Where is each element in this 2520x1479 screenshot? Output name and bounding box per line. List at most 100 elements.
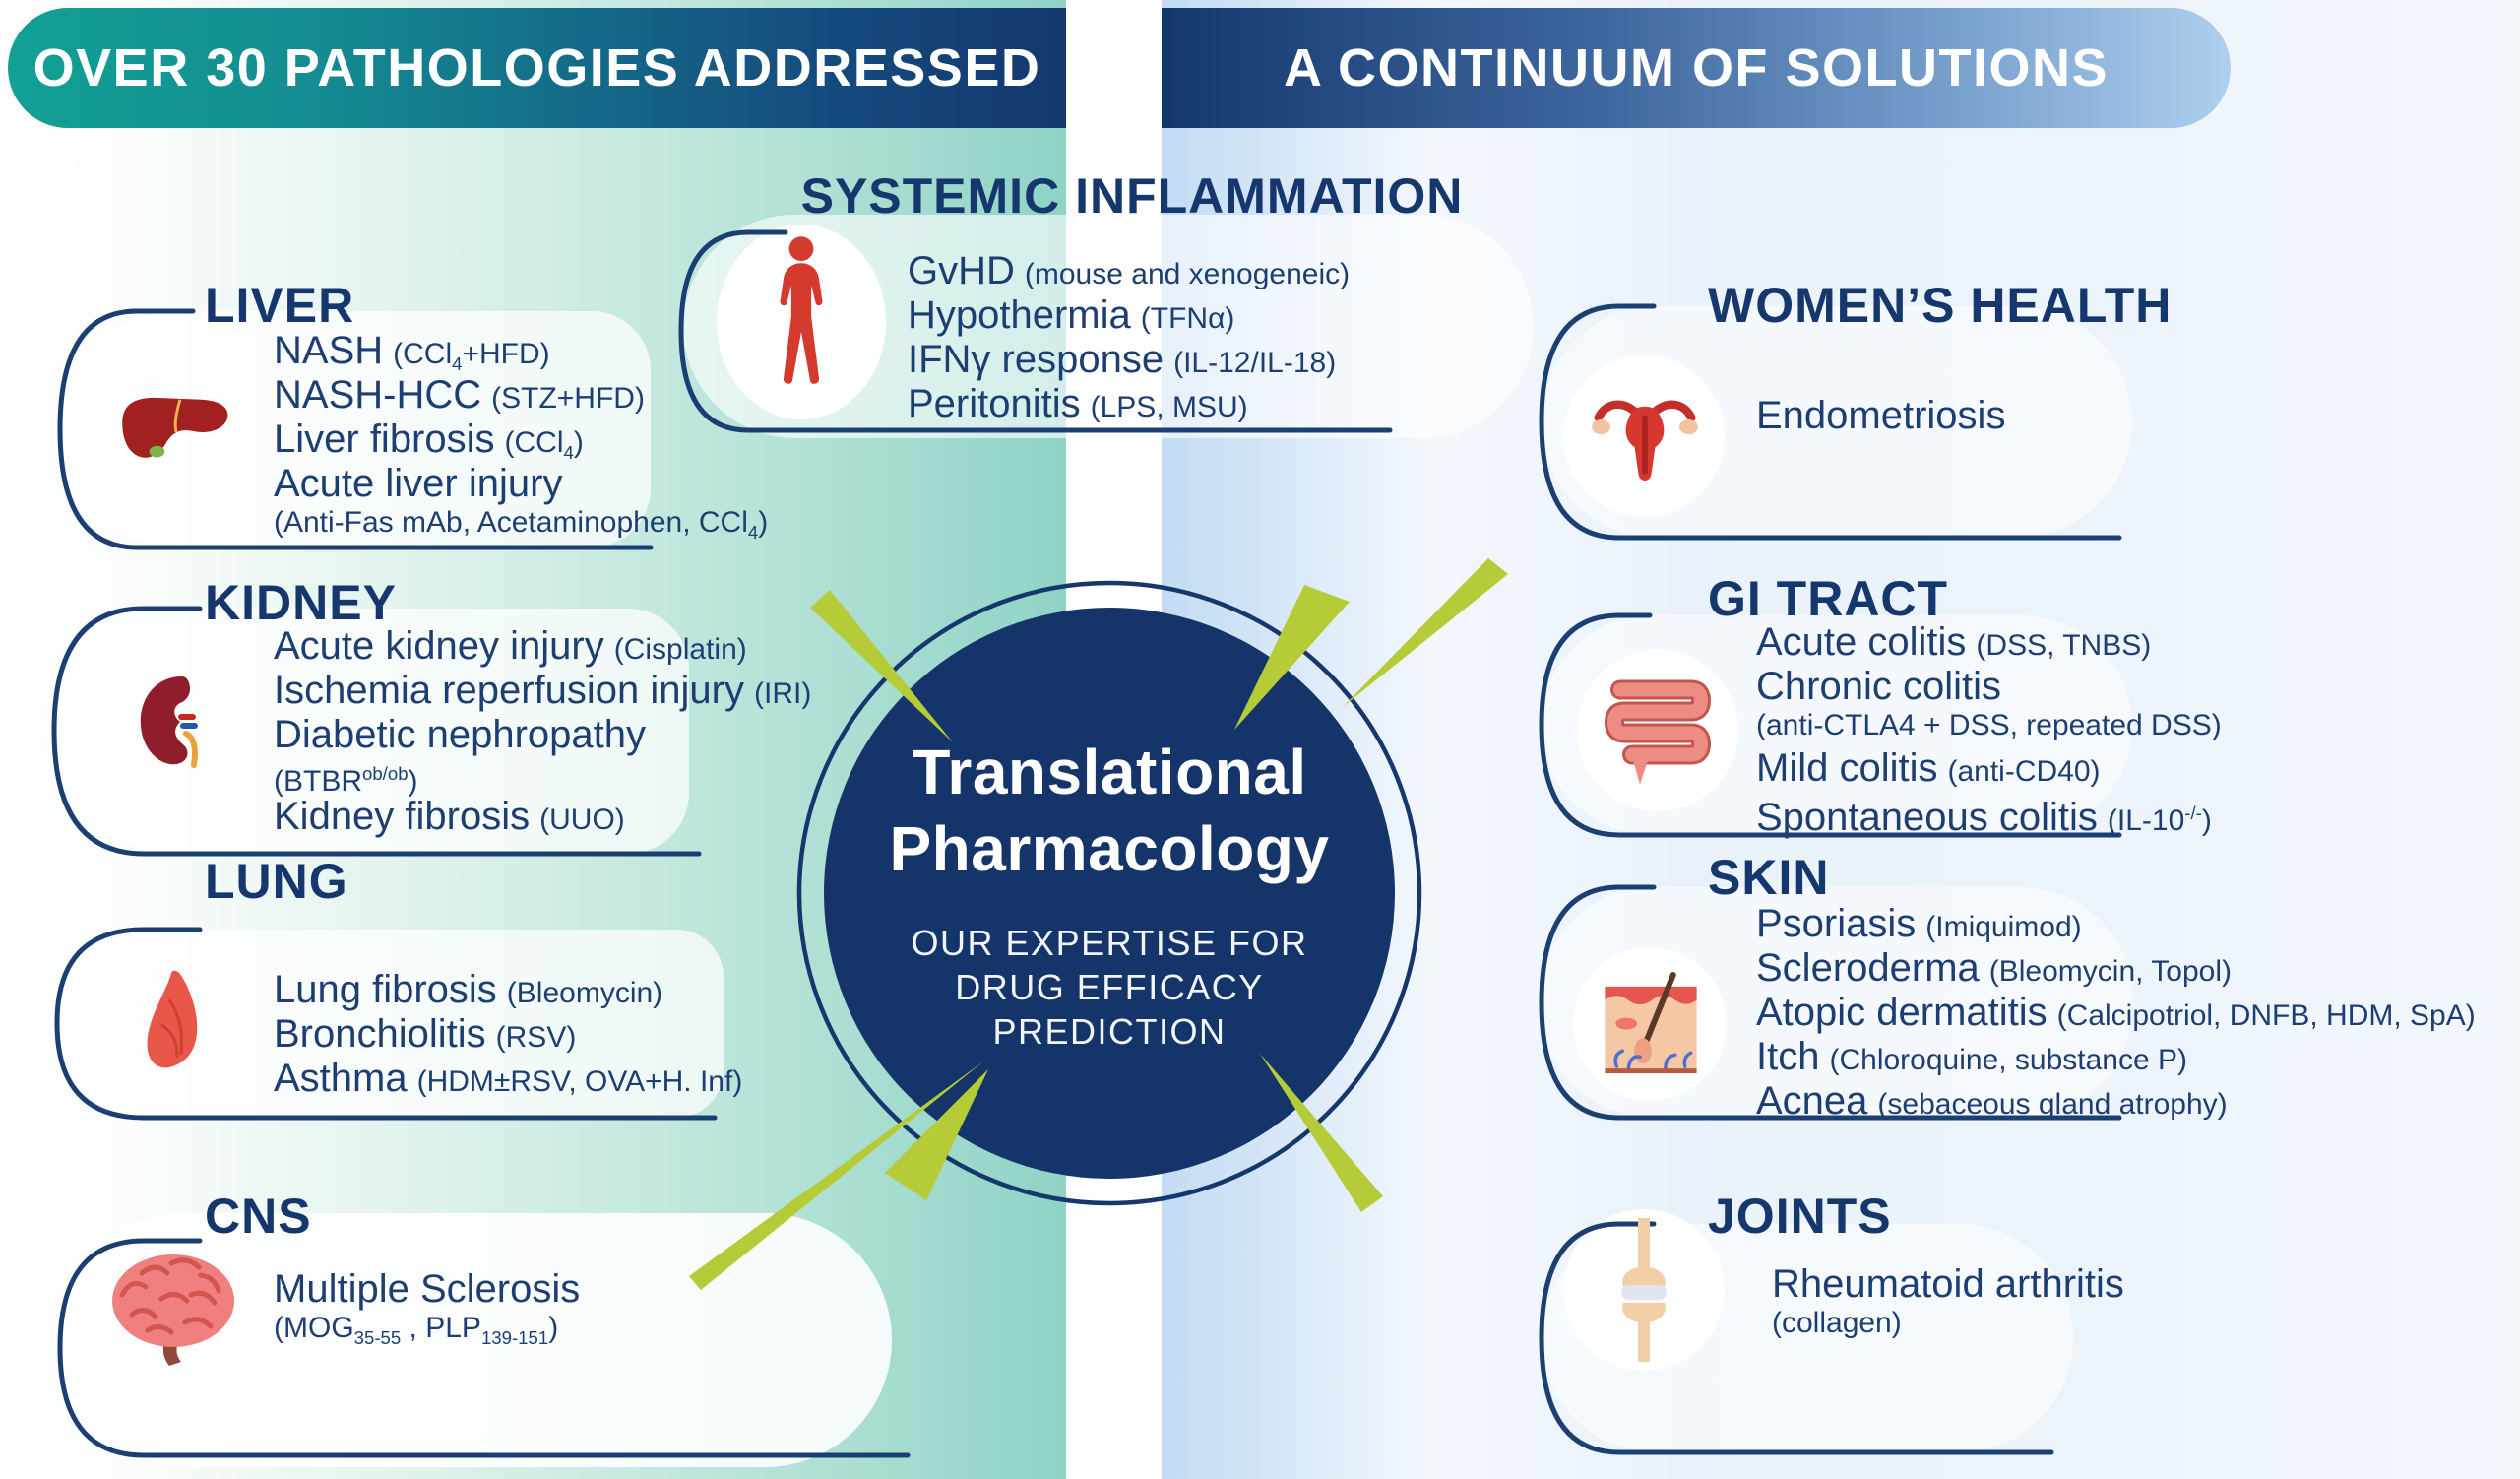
pathology-model: (CCl4) (504, 426, 584, 463)
pathology-model: (UUO) (539, 804, 625, 836)
liver-item-list: NASH(CCl4+HFD)NASH-HCC (STZ+HFD)Liver fib… (274, 329, 768, 544)
pathology-name: Multiple Sclerosis (274, 1267, 581, 1311)
pathology-name: Mild colitis (1756, 746, 1938, 790)
pathology-name: Itch (1756, 1035, 1820, 1078)
pathology-line: Endometriosis (1756, 394, 2005, 438)
pathology-line: IFNγ response(IL-12/IL-18) (908, 338, 1350, 382)
pathology-name: Rheumatoid arthritis (1772, 1262, 2124, 1306)
pathology-name: IFNγ response (908, 338, 1165, 381)
pathology-name: Bronchiolitis (274, 1012, 486, 1056)
pathology-line: Diabetic nephropathy (274, 713, 811, 757)
pathology-name: Psoriasis (1756, 902, 1917, 945)
pathology-line: Liver fibrosis(CCl4) (274, 418, 768, 463)
pathology-line: NASH-HCC (STZ+HFD) (274, 373, 768, 418)
pathology-model: (Calcipotriol, DNFB, HDM, SpA) (2056, 999, 2476, 1032)
pathology-line: NASH(CCl4+HFD) (274, 329, 768, 374)
section-title-womens: WOMEN’S HEALTH (1708, 278, 2173, 333)
pathology-model: (TFNα) (1140, 302, 1235, 335)
central-title: Translational Pharmacology (889, 734, 1329, 887)
pathology-line: Acute liver injury (274, 462, 768, 506)
pathology-line: Chronic colitis (1756, 665, 2222, 709)
pathology-model: (LPS, MSU) (1090, 391, 1248, 423)
pathology-line: Lung fibrosis (Bleomycin) (274, 968, 742, 1012)
pathology-name: Asthma (274, 1057, 408, 1100)
pathology-model: (Bleomycin, Topol) (1988, 955, 2232, 988)
pathology-name: Lung fibrosis (274, 968, 497, 1011)
section-title-cns: CNS (205, 1189, 312, 1244)
pathology-model: (STZ+HFD) (491, 382, 645, 415)
liver-icon (118, 390, 234, 477)
pathology-line: Hypothermia (TFNα) (908, 293, 1350, 338)
section-title-liver: LIVER (205, 278, 355, 333)
intestine-icon (1599, 670, 1717, 794)
skin-item-list: Psoriasis(Imiquimod)Scleroderma(Bleomyci… (1756, 902, 2476, 1124)
pathology-model: (MOG35-55 , PLP139-151) (274, 1312, 559, 1348)
pathology-name: Endometriosis (1756, 394, 2006, 437)
brain-icon (102, 1244, 250, 1372)
pathology-line: (MOG35-55 , PLP139-151) (274, 1312, 580, 1349)
pathology-model: (RSV) (495, 1021, 577, 1054)
pathology-name: Acute kidney injury (274, 624, 604, 668)
banner-solutions-label: A CONTINUUM OF SOLUTIONS (1284, 38, 2109, 97)
kidney-icon (131, 673, 210, 771)
pathology-model: (IL-12/IL-18) (1173, 347, 1337, 379)
pathology-line: Multiple Sclerosis (274, 1267, 580, 1312)
pathology-line: (anti-CTLA4 + DSS, repeated DSS) (1756, 709, 2222, 746)
pathology-model: (BTBRob/ob) (274, 763, 418, 798)
pathology-name: Hypothermia (908, 293, 1131, 337)
section-title-lung: LUNG (205, 854, 348, 909)
pathology-model: (anti-CD40) (1947, 755, 2101, 788)
systemic-item-list: GvHD(mouse and xenogeneic)Hypothermia(TF… (908, 249, 1350, 426)
womens-item-list: Endometriosis (1756, 394, 2005, 438)
central-title-line2: Pharmacology (889, 812, 1330, 884)
pathology-model: (DSS, TNBS) (1976, 629, 2152, 662)
pathology-line: Atopic dermatitis(Calcipotriol, DNFB, HD… (1756, 991, 2476, 1035)
pathology-name: Scleroderma (1756, 946, 1980, 990)
pathology-name: Peritonitis (908, 382, 1081, 425)
central-subtitle: OUR EXPERTISE FOR DRUG EFFICACY PREDICTI… (912, 921, 1308, 1054)
pathology-name: GvHD (908, 249, 1015, 292)
pathology-name: Acnea (1756, 1079, 1868, 1123)
pathology-name: NASH (274, 329, 384, 372)
pathology-line: Acnea(sebaceous gland atrophy) (1756, 1079, 2476, 1124)
pathology-line: Acute colitis(DSS, TNBS) (1756, 620, 2222, 665)
central-subtitle-line1: OUR EXPERTISE FOR (911, 922, 1308, 963)
joints-item-list: Rheumatoid arthritis(collagen) (1772, 1262, 2124, 1344)
pathology-model: (anti-CTLA4 + DSS, repeated DSS) (1756, 709, 2222, 741)
gi-item-list: Acute colitis(DSS, TNBS)Chronic colitis(… (1756, 620, 2222, 839)
pathology-model: (Chloroquine, substance P) (1829, 1044, 2188, 1076)
section-title-kidney: KIDNEY (205, 575, 397, 630)
pathology-model: (HDM±RSV, OVA+H. Inf) (416, 1065, 743, 1098)
pathology-model: (Bleomycin) (506, 977, 663, 1009)
pathology-line: Acute kidney injury(Cisplatin) (274, 624, 811, 669)
uterus-icon (1585, 386, 1705, 488)
pathology-line: Scleroderma(Bleomycin, Topol) (1756, 946, 2476, 991)
pathology-line: Itch (Chloroquine, substance P) (1756, 1035, 2476, 1079)
pathology-name: Acute liver injury (274, 462, 563, 505)
pathology-model: (IRI) (754, 677, 812, 710)
pathology-line: Ischemia reperfusion injury(IRI) (274, 669, 811, 713)
pathology-name: Spontaneous colitis (1756, 796, 2098, 839)
pathology-model: (collagen) (1772, 1307, 1902, 1339)
pathology-line: Mild colitis (anti-CD40) (1756, 746, 2222, 791)
banner-pathologies-label: OVER 30 PATHOLOGIES ADDRESSED (32, 38, 1041, 97)
pathology-line: (collagen) (1772, 1307, 2124, 1344)
cns-item-list: Multiple Sclerosis(MOG35-55 , PLP139-151… (274, 1267, 580, 1349)
section-title-skin: SKIN (1708, 850, 1830, 905)
central-subtitle-line2: DRUG EFFICACY (955, 966, 1264, 1007)
banner-solutions: A CONTINUUM OF SOLUTIONS (1162, 8, 2231, 128)
pathology-model: (Imiquimod) (1925, 911, 2082, 943)
pathology-line: Rheumatoid arthritis (1772, 1262, 2124, 1307)
pathology-line: Kidney fibrosis(UUO) (274, 795, 811, 839)
lung-icon (138, 970, 211, 1074)
kidney-item-list: Acute kidney injury(Cisplatin)Ischemia r… (274, 624, 811, 839)
pathology-model: (Anti-Fas mAb, Acetaminophen, CCl4) (274, 506, 769, 543)
pathology-name: Diabetic nephropathy (274, 713, 647, 756)
section-title-gi: GI TRACT (1708, 571, 1949, 626)
central-circle: Translational Pharmacology OUR EXPERTISE… (824, 608, 1395, 1179)
pathology-line: Psoriasis(Imiquimod) (1756, 902, 2476, 946)
pathology-line: (Anti-Fas mAb, Acetaminophen, CCl4) (274, 506, 768, 544)
central-title-line1: Translational (912, 736, 1307, 807)
pathology-name: NASH-HCC (274, 373, 482, 417)
section-title-systemic: SYSTEMIC INFLAMMATION (800, 168, 1464, 224)
